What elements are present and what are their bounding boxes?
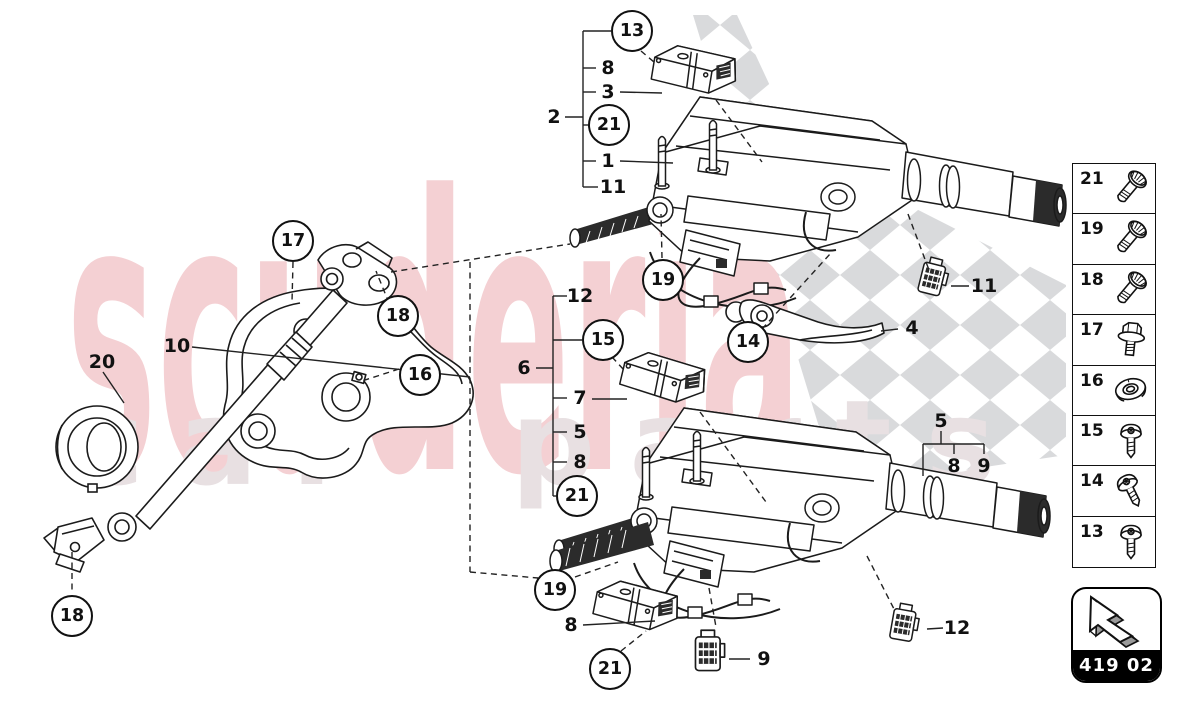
- intermediate-shaft-drawing: [43, 241, 398, 573]
- page-code-box: 419 02: [1071, 587, 1162, 683]
- dashed-leader-line: [390, 243, 571, 273]
- dashed-leader-line: [907, 213, 930, 271]
- legend-part-number: 19: [1080, 219, 1104, 240]
- seal-cap-drawing: [55, 405, 139, 493]
- socket-head-bolt-icon: [1109, 268, 1153, 312]
- dashed-leader-line: [291, 261, 294, 303]
- pan-head-screw-icon: [1109, 520, 1153, 564]
- legend-part-number: 21: [1080, 169, 1104, 189]
- legend-part-number: 17: [1080, 320, 1104, 341]
- fastener-legend: 21 19 18 17 16 15 14 13: [1072, 163, 1156, 568]
- hex-flange-bolt-icon: [1109, 318, 1153, 362]
- dashed-leader-line: [640, 50, 655, 63]
- solid-leader-line: [880, 328, 899, 332]
- back-arrow-icon: [1073, 589, 1160, 649]
- page-code: 419 02: [1073, 650, 1160, 681]
- pan-head-screw-tilted-icon: [1109, 469, 1153, 513]
- solid-leader-line: [619, 160, 674, 164]
- dashed-leader-line: [375, 270, 390, 304]
- dashed-leader-line: [715, 99, 763, 163]
- legend-part-number: 15: [1080, 421, 1104, 442]
- flange-nut-icon: [1109, 369, 1153, 413]
- solid-leader-line: [582, 620, 656, 626]
- dashed-leader-line: [620, 630, 647, 652]
- legend-row-13: 13: [1072, 515, 1156, 568]
- solid-leader-line: [619, 91, 663, 94]
- dashed-leader-line: [708, 587, 717, 628]
- legend-part-number: 16: [1080, 370, 1104, 391]
- dashed-leader-line: [611, 356, 625, 371]
- legend-row-21: 21: [1072, 163, 1156, 215]
- dashed-leader-line: [574, 561, 619, 578]
- legend-row-19: 19: [1072, 213, 1156, 266]
- legend-row-18: 18: [1072, 263, 1156, 316]
- socket-head-bolt-icon: [1109, 167, 1153, 211]
- dashed-leader-line: [699, 411, 767, 503]
- legend-part-number: 13: [1080, 521, 1104, 542]
- legend-row-17: 17: [1072, 314, 1156, 367]
- legend-row-14: 14: [1072, 465, 1156, 518]
- socket-head-bolt-icon: [1109, 217, 1153, 261]
- dashed-leader-line: [761, 253, 831, 330]
- legend-row-16: 16: [1072, 364, 1156, 417]
- dashed-leader-line: [866, 555, 895, 610]
- legend-row-15: 15: [1072, 415, 1156, 468]
- legend-part-number: 18: [1080, 269, 1104, 290]
- dashed-leader-line: [469, 571, 539, 579]
- solid-leader-line: [926, 627, 944, 630]
- dashed-leader-line: [660, 213, 663, 259]
- dashed-leader-line: [361, 368, 400, 382]
- solid-leader-line: [191, 346, 471, 378]
- pan-head-screw-icon: [1109, 419, 1153, 463]
- legend-part-number: 14: [1080, 471, 1104, 492]
- solid-leader-line: [102, 371, 125, 404]
